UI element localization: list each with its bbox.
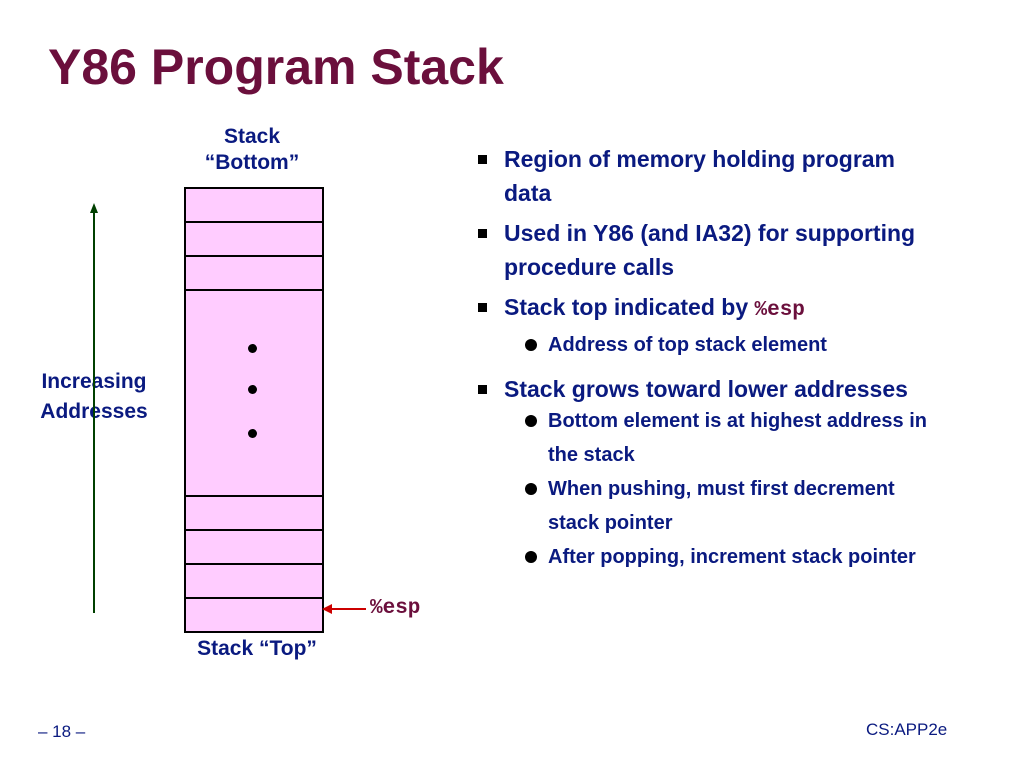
esp-code: %esp bbox=[754, 299, 805, 322]
square-bullet-icon bbox=[478, 385, 487, 394]
esp-arrow bbox=[322, 604, 366, 614]
round-bullet-icon bbox=[525, 483, 537, 495]
stack-cell-2 bbox=[184, 221, 324, 257]
bullet-text: Region of memory holding program data bbox=[504, 146, 896, 206]
sub-bullet-text: When pushing, must first decrement stack… bbox=[548, 478, 895, 534]
bullet-text: Stack top indicated by bbox=[504, 294, 755, 320]
square-bullet-icon bbox=[478, 155, 487, 164]
bullet-item: Region of memory holding program data bbox=[476, 142, 946, 210]
stack-bottom-label: Stack “Bottom” bbox=[190, 124, 314, 176]
bullet-item: Used in Y86 (and IA32) for supporting pr… bbox=[476, 216, 946, 284]
stack-cell-4 bbox=[184, 495, 324, 531]
stack-top-label: Stack “Top” bbox=[197, 637, 317, 660]
round-bullet-icon bbox=[525, 339, 537, 351]
sub-bullet-item: When pushing, must first decrement stack… bbox=[476, 472, 946, 540]
sub-bullet-text: After popping, increment stack pointer bbox=[548, 546, 916, 568]
bullet-list: Region of memory holding program data Us… bbox=[476, 142, 946, 576]
esp-register-label: %esp bbox=[370, 597, 421, 620]
stack-bottom-label-line1: Stack bbox=[223, 125, 281, 148]
increasing-addresses-arrow bbox=[90, 203, 98, 613]
bullet-item: Stack grows toward lower addresses bbox=[476, 372, 946, 406]
page-number: – 18 – bbox=[38, 722, 86, 741]
bullet-text: Stack grows toward lower addresses bbox=[504, 376, 908, 402]
square-bullet-icon bbox=[478, 303, 487, 312]
page-title: Y86 Program Stack bbox=[48, 39, 504, 95]
stack-cell-3 bbox=[184, 255, 324, 291]
ellipsis-dot-1 bbox=[248, 344, 257, 353]
square-bullet-icon bbox=[478, 229, 487, 238]
round-bullet-icon bbox=[525, 415, 537, 427]
ellipsis-dot-2 bbox=[248, 385, 257, 394]
stack-cell-5 bbox=[184, 529, 324, 565]
sub-bullet-text: Address of top stack element bbox=[548, 334, 827, 356]
bullet-item: Stack top indicated by %esp bbox=[476, 290, 946, 328]
ellipsis-dot-3 bbox=[248, 429, 257, 438]
course-label: CS:APP2e bbox=[866, 720, 948, 739]
round-bullet-icon bbox=[525, 551, 537, 563]
sub-bullet-item: Address of top stack element bbox=[476, 328, 946, 362]
bullet-text: Used in Y86 (and IA32) for supporting pr… bbox=[504, 220, 916, 280]
sub-bullet-item: Bottom element is at highest address in … bbox=[476, 404, 946, 472]
sub-bullet-text: Bottom element is at highest address in … bbox=[548, 410, 927, 466]
sub-bullet-item: After popping, increment stack pointer bbox=[476, 540, 946, 574]
stack-bottom-label-line2: “Bottom” bbox=[204, 151, 300, 174]
stack-cell-top bbox=[184, 597, 324, 633]
